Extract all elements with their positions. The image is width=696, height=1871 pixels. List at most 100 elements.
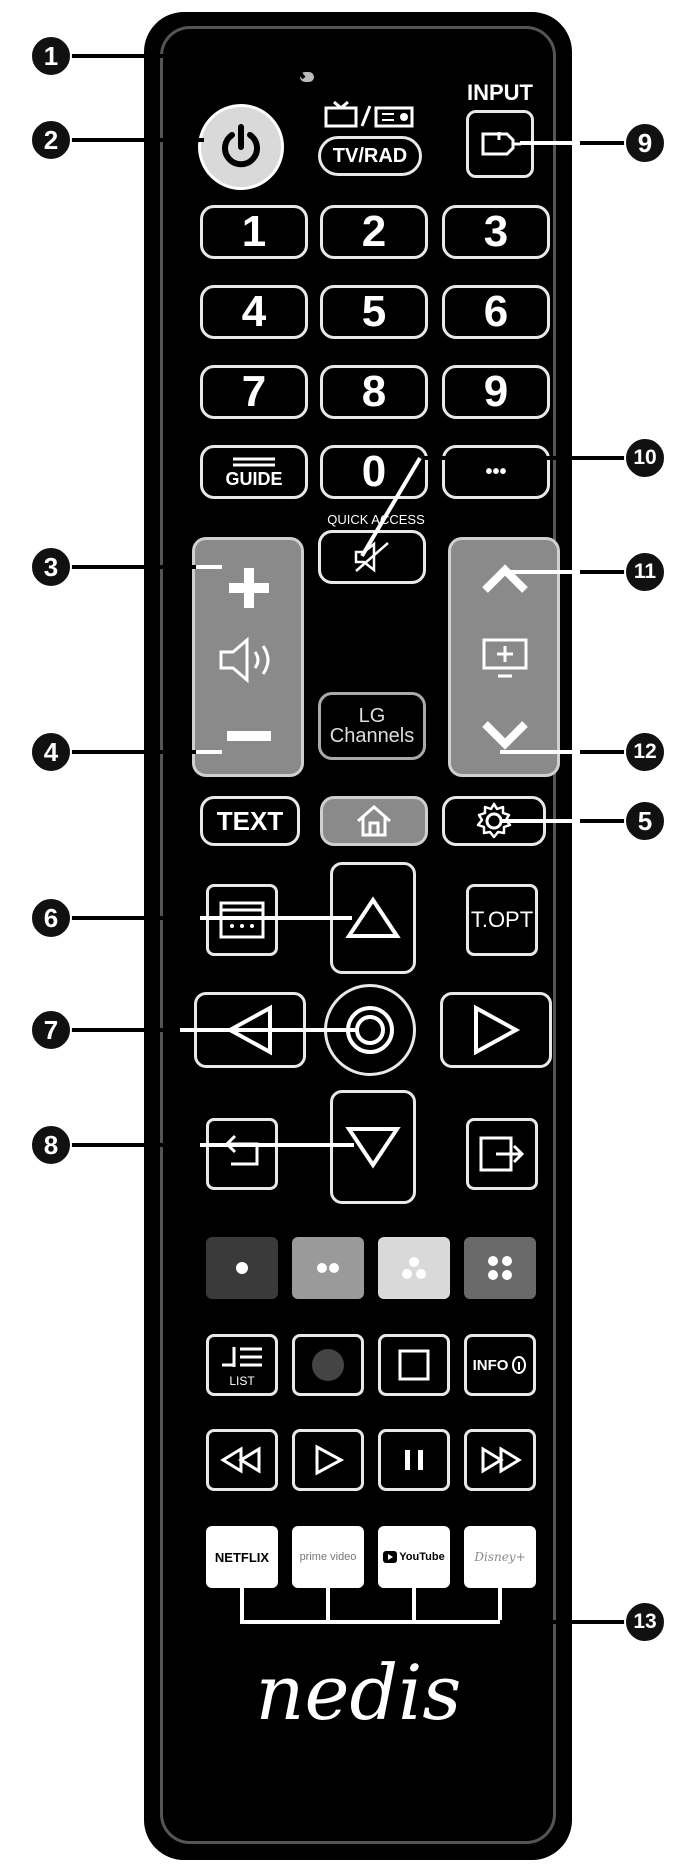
color-key-2-button[interactable] <box>292 1237 364 1299</box>
home-button[interactable] <box>320 796 428 846</box>
callout-4: 4 <box>30 731 72 773</box>
quick-access-label: QUICK ACCESS <box>327 512 425 527</box>
text-button[interactable]: TEXT <box>200 796 300 846</box>
list-button[interactable]: LIST <box>206 1334 278 1396</box>
gear-icon <box>476 802 512 839</box>
callout-1: 1 <box>30 35 72 77</box>
digit-7-button[interactable]: 7 <box>200 365 308 419</box>
digit-8-button[interactable]: 8 <box>320 365 428 419</box>
info-icon <box>512 1356 527 1374</box>
lg-channels-button[interactable]: LG Channels <box>318 692 426 760</box>
tv-radio-icon <box>322 100 418 130</box>
callout-11: 11 <box>624 551 666 593</box>
color-key-1-button[interactable] <box>206 1237 278 1299</box>
back-arrow-icon <box>224 1134 259 1166</box>
volume-down-icon <box>227 731 271 741</box>
guide-icon <box>233 457 275 466</box>
power-button[interactable] <box>198 104 284 190</box>
callout-2: 2 <box>30 119 72 161</box>
triangle-right-icon <box>474 1004 521 1056</box>
channel-down-icon <box>482 721 528 750</box>
speaker-icon <box>219 636 270 684</box>
netflix-button[interactable]: NETFLIX <box>206 1526 278 1588</box>
digit-3-button[interactable]: 3 <box>442 205 550 259</box>
youtube-button[interactable]: YouTube <box>378 1526 450 1588</box>
list-label: LIST <box>229 1374 255 1388</box>
record-icon <box>312 1349 344 1381</box>
callout-10: 10 <box>624 437 666 479</box>
more-actions-button[interactable]: ••• <box>442 445 550 499</box>
youtube-label: YouTube <box>399 1550 445 1563</box>
ok-ring-icon <box>346 1006 394 1054</box>
settings-button[interactable] <box>442 796 546 846</box>
nav-up-button[interactable] <box>330 862 416 974</box>
ir-led <box>300 72 314 82</box>
input-label: INPUT <box>467 80 533 105</box>
nav-right-button[interactable] <box>440 992 552 1068</box>
color-key-4-button[interactable] <box>464 1237 536 1299</box>
tv-radio-button[interactable]: TV/RAD <box>318 136 422 176</box>
info-label: INFO <box>472 1356 509 1374</box>
one-dot-icon <box>236 1262 248 1274</box>
disney-plus-button[interactable]: Disney+ <box>464 1526 536 1588</box>
rewind-button[interactable] <box>206 1429 278 1491</box>
three-dots-icon <box>402 1257 426 1279</box>
input-button[interactable] <box>466 110 534 178</box>
youtube-logo-icon <box>383 1551 398 1563</box>
ok-button[interactable] <box>324 984 416 1076</box>
two-dots-icon <box>317 1263 339 1273</box>
nav-down-button[interactable] <box>330 1090 416 1204</box>
exit-button[interactable] <box>466 1118 538 1190</box>
rewind-icon <box>220 1446 261 1474</box>
digit-9-button[interactable]: 9 <box>442 365 550 419</box>
callout-7: 7 <box>30 1009 72 1051</box>
digit-6-button[interactable]: 6 <box>442 285 550 339</box>
exit-icon <box>479 1136 525 1172</box>
play-button[interactable] <box>292 1429 364 1491</box>
play-icon <box>315 1444 345 1476</box>
prime-video-button[interactable]: prime video <box>292 1526 364 1588</box>
callout-6: 6 <box>30 897 72 939</box>
triangle-up-icon <box>345 896 401 938</box>
mute-button[interactable] <box>318 530 426 584</box>
callout-9: 9 <box>624 122 666 164</box>
back-button[interactable] <box>206 1118 278 1190</box>
record-button[interactable] <box>292 1334 364 1396</box>
color-key-3-button[interactable] <box>378 1237 450 1299</box>
home-icon <box>357 805 391 837</box>
power-icon <box>222 124 260 168</box>
digit-5-button[interactable]: 5 <box>320 285 428 339</box>
pause-button[interactable] <box>378 1429 450 1491</box>
channel-rocker[interactable] <box>448 537 560 777</box>
channel-up-icon <box>482 564 528 593</box>
subtitle-button[interactable] <box>206 884 278 956</box>
fast-forward-button[interactable] <box>464 1429 536 1491</box>
t-opt-button[interactable]: T.OPT <box>466 884 538 956</box>
digit-2-button[interactable]: 2 <box>320 205 428 259</box>
brand-logo: nedis <box>255 1648 462 1737</box>
info-button[interactable]: INFO <box>464 1334 536 1396</box>
pause-icon <box>405 1450 423 1470</box>
subtitle-icon <box>219 901 265 939</box>
digit-1-button[interactable]: 1 <box>200 205 308 259</box>
stop-icon <box>398 1349 430 1381</box>
callout-3: 3 <box>30 546 72 588</box>
callout-8: 8 <box>30 1124 72 1166</box>
digit-4-button[interactable]: 4 <box>200 285 308 339</box>
callout-5: 5 <box>624 800 666 842</box>
list-icon <box>222 1347 262 1367</box>
volume-rocker[interactable] <box>192 537 304 777</box>
guide-button[interactable]: GUIDE <box>200 445 308 499</box>
triangle-down-icon <box>345 1127 401 1169</box>
callout-12: 12 <box>624 731 666 773</box>
remote-inner-edge <box>160 26 556 1844</box>
volume-up-icon <box>229 568 269 608</box>
digit-0-button[interactable]: 0 <box>320 445 428 499</box>
guide-label: GUIDE <box>225 468 283 489</box>
fast-forward-icon <box>481 1446 522 1474</box>
input-source-icon <box>481 132 521 156</box>
stop-button[interactable] <box>378 1334 450 1396</box>
triangle-left-icon <box>225 1004 272 1056</box>
nav-left-button[interactable] <box>194 992 306 1068</box>
